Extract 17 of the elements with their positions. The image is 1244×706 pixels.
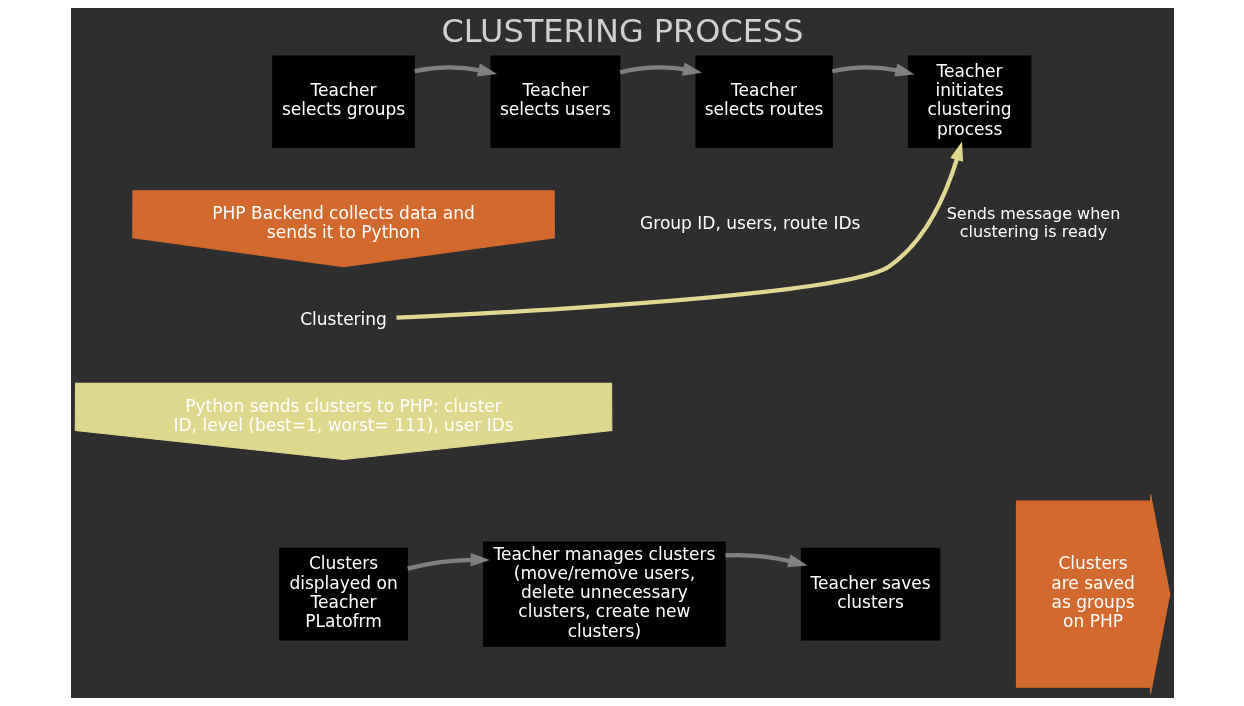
label: Group ID, users, route IDs xyxy=(639,212,860,233)
arrow xyxy=(413,63,497,77)
node-text: Clustering xyxy=(299,309,387,330)
node-box: Teacher saves clusters xyxy=(800,547,940,641)
arrow xyxy=(395,141,963,320)
node-box: Teacher selects routes xyxy=(694,55,833,149)
arrow xyxy=(406,553,490,571)
node-box: Teacher manages clusters (move/remove users, delete unnecessary clusters, create new clusters) xyxy=(482,541,726,647)
node-box: Clusters displayed on Teacher PLatofrm xyxy=(278,547,408,641)
edge-label: Sends message when clustering is ready xyxy=(946,204,1120,242)
diagram-title: CLUSTERING PROCESS xyxy=(441,12,803,51)
node-box: Teacher initiates clustering process xyxy=(907,55,1031,149)
node-box: Teacher selects groups xyxy=(271,55,415,149)
arrow xyxy=(619,62,702,76)
arrow xyxy=(724,552,807,568)
node-box: Teacher selects users xyxy=(490,55,620,149)
arrow xyxy=(831,63,914,77)
